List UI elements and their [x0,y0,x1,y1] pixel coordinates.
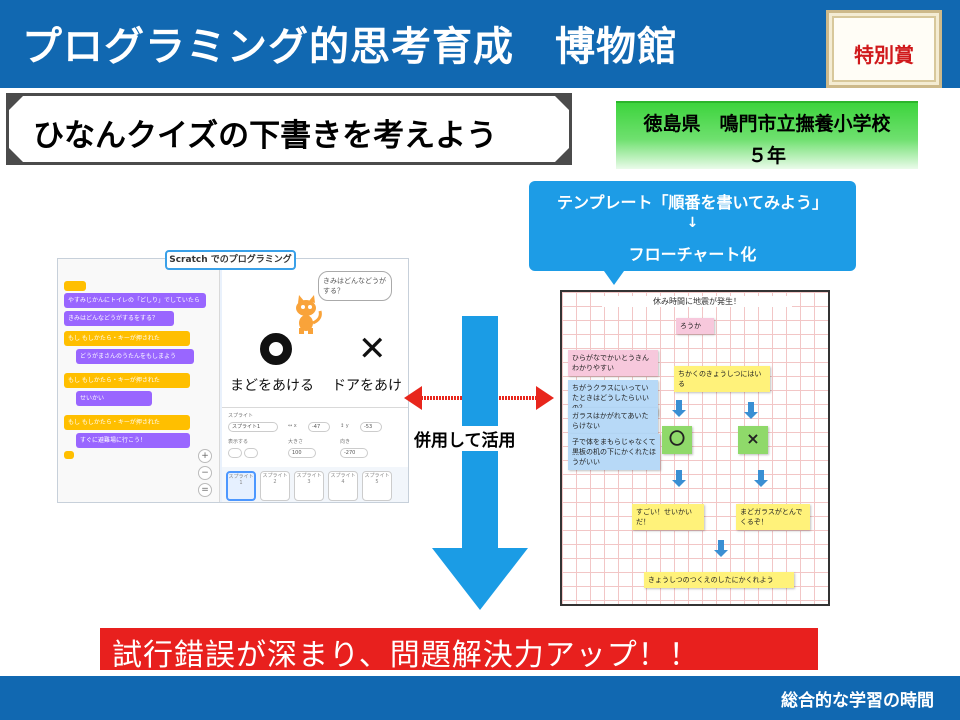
show-toggle[interactable] [228,448,242,458]
circle-o-icon[interactable] [260,333,292,365]
scratch-code-area: やすみじかんにトイレの「どしり」でしていたら きみはどんなどうがするをする？ も… [58,259,220,502]
hat-block[interactable] [64,281,86,291]
note-answer-x[interactable]: × [738,426,768,454]
award-label: 特別賞 [854,43,914,67]
callout-down-arrow: ↓ [686,215,699,231]
code-block[interactable]: せいかい [76,391,152,406]
scratch-cat-icon[interactable] [290,295,324,335]
subtitle-plaque: ひなんクイズの下書きを考えよう [6,93,572,165]
cross-x-icon[interactable]: ✕ [358,329,387,369]
sprite-thumb[interactable]: スプライト2 [260,471,290,501]
scratch-stage: きみはどんなどうがする？ ✕ まどをあける ドアをあけ [222,259,408,407]
sprite-thumb[interactable]: スプライト1 [226,471,256,501]
sprite-thumb[interactable]: スプライト5 [362,471,392,501]
sprite-thumb[interactable]: スプライト4 [328,471,358,501]
sprite-thumb-label: スプライト4 [330,473,356,485]
note-conclusion[interactable]: きょうしつのつくえのしたにかくれよう [644,572,794,588]
note-decision[interactable]: ちかくのきょうしつにはいる [674,366,770,392]
code-block[interactable]: どうがまさんのうたんをもしまよう [76,349,194,364]
award-certificate: 特別賞 [826,10,942,88]
note-question[interactable]: ひらがなでかいとうきんわかりやすい [568,350,658,376]
note-wrong[interactable]: まどガラスがとんでくるぞ！ [736,504,810,530]
y-label: ↕ y [340,423,349,429]
flow-arrow-icon [754,470,768,487]
flowchart-screenshot: 休み時間に地震が発生！ ろうか ひらがなでかいとうきんわかりやすい ちがうクラス… [560,290,830,606]
direction-input[interactable]: -270 [340,448,368,458]
code-block[interactable]: やすみじかんにトイレの「どしり」でしていたら [64,293,206,308]
code-block[interactable]: すぐに避難場に行こう！ [76,433,190,448]
callout-tail [604,271,624,285]
school-grade: ５年 [747,145,786,167]
sprite-thumb-label: スプライト3 [296,473,322,485]
page-title: プログラミング的思考育成 博物館 [22,24,678,70]
block-end-cap [64,451,74,459]
sprite-name-input[interactable]: スプライト1 [228,422,278,432]
plaque-corner [552,145,572,165]
note-question[interactable]: ガラスはかがれてあいたらけない [568,408,658,434]
callout-template-text: テンプレート「順番を書いてみよう」 [556,193,829,212]
zoom-in-icon[interactable]: + [198,449,212,463]
zoom-out-icon[interactable]: − [198,466,212,480]
school-box: 徳島県 鳴門市立撫養小学校 ５年 [616,101,918,169]
speech-bubble: きみはどんなどうがする？ [318,271,392,301]
code-block[interactable]: もし もしかたら・キーが押された [64,373,190,388]
note-correct[interactable]: すごい！せいかいだ！ [632,504,704,530]
footer-text: 総合的な学習の時間 [781,691,934,711]
footer-bar: 総合的な学習の時間 [0,676,960,720]
direction-label: 向き [340,439,351,445]
scratch-screenshot: やすみじかんにトイレの「どしり」でしていたら きみはどんなどうがするをする？ も… [57,258,409,503]
school-name: 徳島県 鳴門市立撫養小学校 [643,113,891,135]
hide-toggle[interactable] [244,448,258,458]
conclusion-banner: 試行錯誤が深まり、問題解決力アップ！！ [100,628,818,673]
stage-label-window: まどをあける [230,378,314,394]
flow-arrow-icon [672,470,686,487]
note-start[interactable]: ろうか [676,318,714,334]
flow-arrow-icon [672,400,686,417]
stage-label-door: ドアをあけ [332,378,402,394]
code-block[interactable]: きみはどんなどうがするをする？ [64,311,174,326]
scratch-caption: Scratch でのプログラミング [165,250,296,270]
note-question[interactable]: 子で体をまもらじゃなくて黒板の机の下にかくれたほうがいい [568,434,660,470]
flowchart-title: 休み時間に地震が発生！ [602,296,792,307]
show-label: 表示する [228,439,249,445]
plaque-corner [6,145,26,165]
size-input[interactable]: 100 [288,448,316,458]
sprite-list: スプライト1 スプライト2 スプライト3 スプライト4 スプライト5 [222,467,408,502]
subtitle-text: ひなんクイズの下書きを考えよう [33,118,498,154]
sprite-label: スプライト [228,413,254,419]
note-answer-o[interactable]: 〇 [662,426,692,454]
flow-arrow-icon [744,402,758,419]
sprite-thumb-label: スプライト5 [364,473,390,485]
template-callout: テンプレート「順番を書いてみよう」 ↓ フローチャート化 [529,181,856,271]
header-bar: プログラミング的思考育成 博物館 特別賞 [0,0,960,88]
x-input[interactable]: -47 [308,422,330,432]
combined-use-label: 併用して活用 [412,426,518,451]
size-label: 大きさ [288,439,304,445]
x-label: ↔ x [288,423,297,429]
y-input[interactable]: -53 [360,422,382,432]
zoom-reset-icon[interactable]: = [198,483,212,497]
conclusion-text: 試行錯誤が深まり、問題解決力アップ！！ [112,638,700,673]
code-block[interactable]: もし もしかたら・キーが押された [64,415,190,430]
code-block[interactable]: もし もしかたら・キーが押された [64,331,190,346]
sprite-thumb-label: スプライト2 [262,473,288,485]
callout-flowchart-text: フローチャート化 [628,245,757,264]
down-arrow-icon [432,548,528,610]
sprite-thumb[interactable]: スプライト3 [294,471,324,501]
flow-arrow-icon [714,540,728,557]
sprite-thumb-label: スプライト1 [228,474,254,486]
sprite-info-panel: スプライト スプライト1 ↔ x -47 ↕ y -53 表示する 大きさ 10… [222,407,408,467]
